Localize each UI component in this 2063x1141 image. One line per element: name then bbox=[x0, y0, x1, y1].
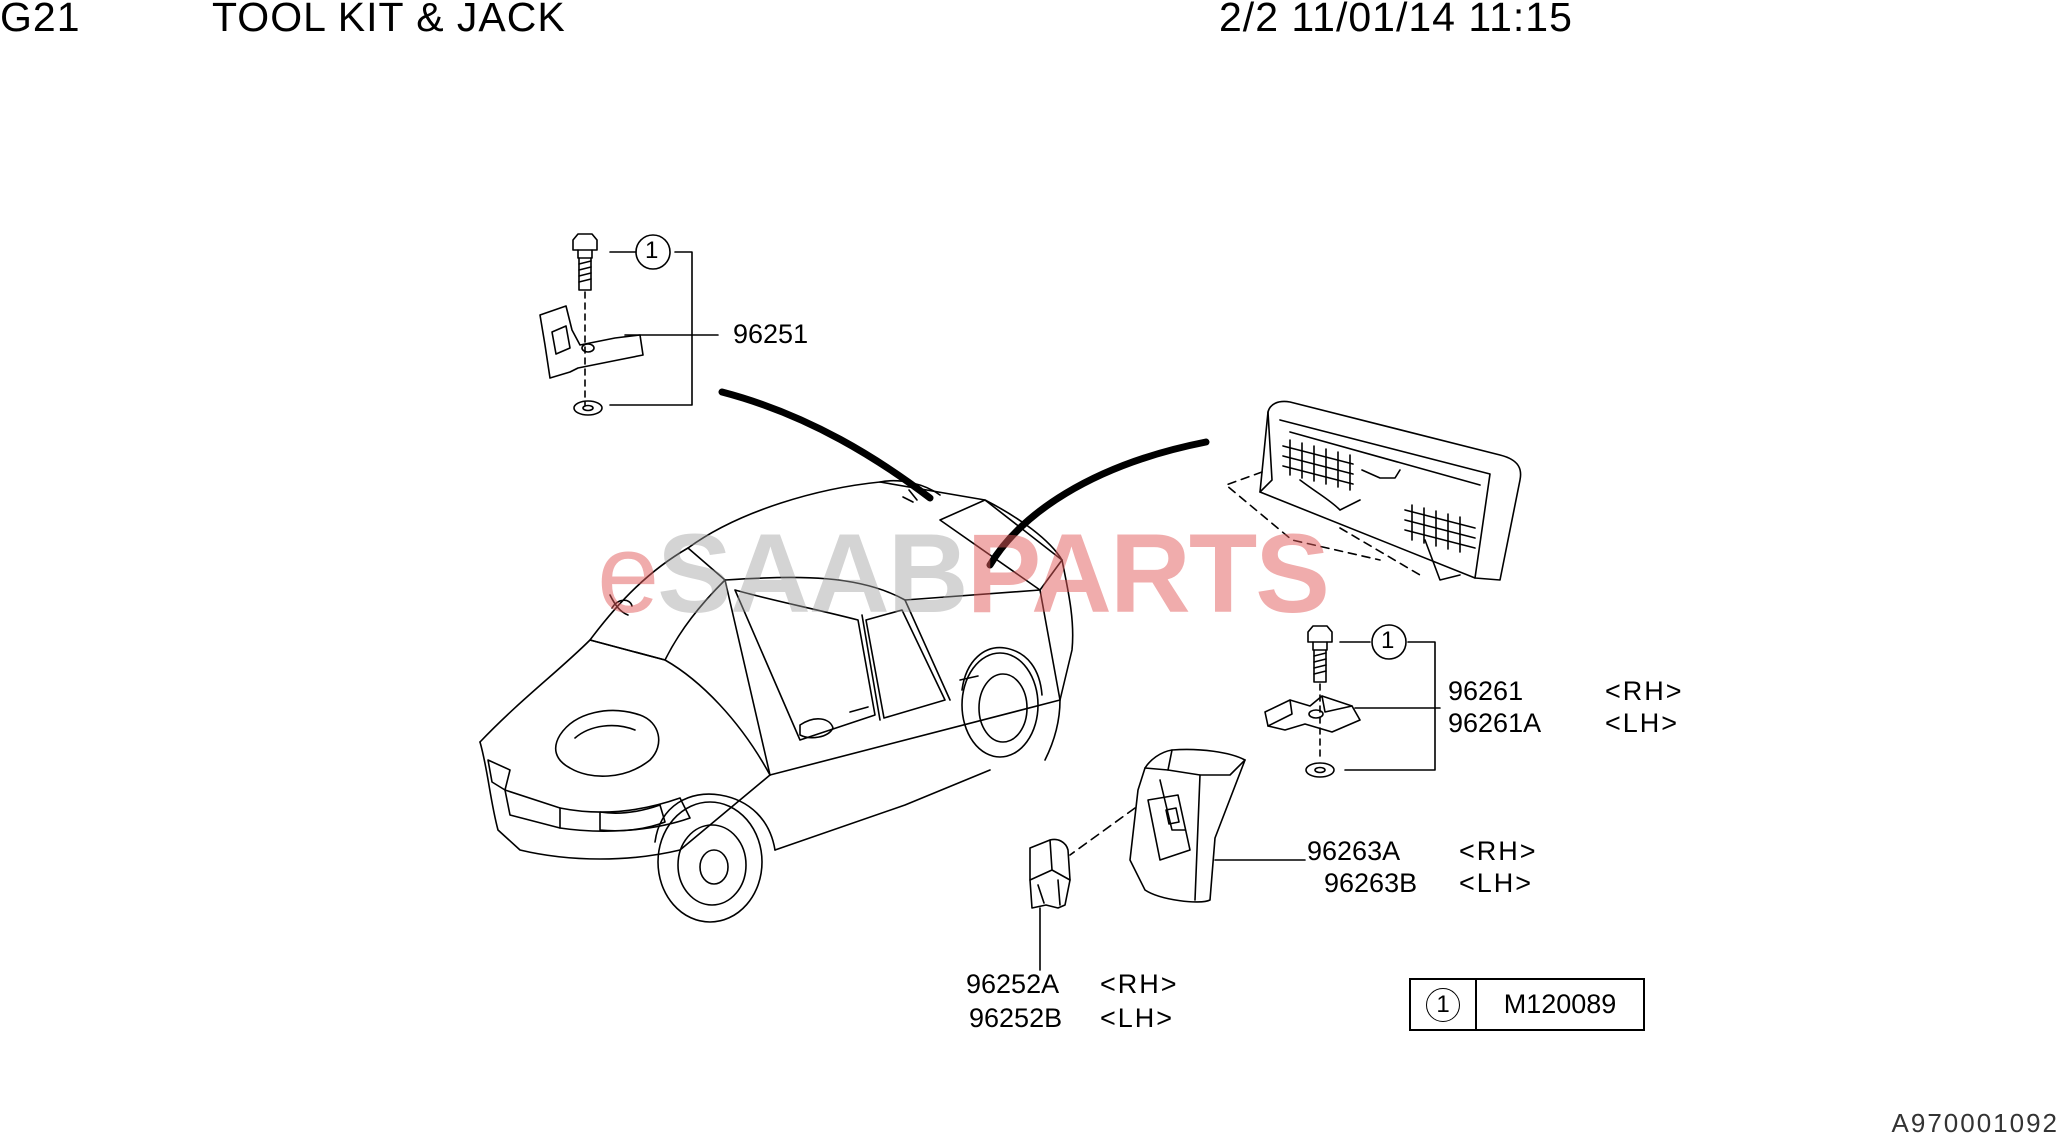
side-rh-96252A: <RH> bbox=[1100, 969, 1179, 999]
clip-96252 bbox=[1029, 838, 1071, 971]
ref-marker-circle-right bbox=[1371, 624, 1407, 660]
watermark: eSAABPARTS bbox=[597, 511, 1330, 636]
side-rh-96261: <RH> bbox=[1605, 676, 1684, 706]
leader-roof-bracket bbox=[718, 388, 934, 502]
part-number-96263A[interactable]: 96263A bbox=[1307, 836, 1401, 866]
trunk-panel bbox=[1225, 400, 1522, 581]
ref-marker-circle-top bbox=[635, 234, 671, 270]
diagram-title: TOOL KIT & JACK bbox=[212, 0, 566, 40]
part-number-96251[interactable]: 96251 bbox=[733, 319, 809, 349]
trim-cover-96263 bbox=[1069, 748, 1306, 903]
legend-marker: 1 bbox=[1426, 987, 1460, 1022]
legend-part-number[interactable]: M120089 bbox=[1503, 989, 1617, 1019]
ref-marker-right: 1 bbox=[1381, 627, 1395, 654]
diagram-code: G21 bbox=[0, 0, 81, 40]
legend-marker-cell: 1 bbox=[1411, 980, 1477, 1029]
car-illustration bbox=[479, 479, 1074, 923]
side-lh-96263B: <LH> bbox=[1459, 868, 1534, 898]
leader-trunk-panel bbox=[986, 438, 1210, 569]
legend-box: 1 M120089 bbox=[1409, 978, 1645, 1031]
bracket-96251-assembly bbox=[539, 233, 719, 416]
part-number-96261A[interactable]: 96261A bbox=[1448, 708, 1542, 738]
part-number-96263B[interactable]: 96263B bbox=[1324, 868, 1418, 898]
part-number-96261[interactable]: 96261 bbox=[1448, 676, 1524, 706]
part-number-96252A[interactable]: 96252A bbox=[966, 969, 1060, 999]
side-lh-96261A: <LH> bbox=[1605, 708, 1680, 738]
ref-marker-top: 1 bbox=[645, 237, 659, 264]
side-rh-96263A: <RH> bbox=[1459, 836, 1538, 866]
image-code: A970001092 bbox=[1891, 1108, 2059, 1138]
side-lh-96252B: <LH> bbox=[1100, 1003, 1175, 1033]
bracket-96261-assembly bbox=[1264, 625, 1441, 778]
part-number-96252B[interactable]: 96252B bbox=[969, 1003, 1063, 1033]
page-info: 2/2 11/01/14 11:15 bbox=[1219, 0, 1573, 40]
